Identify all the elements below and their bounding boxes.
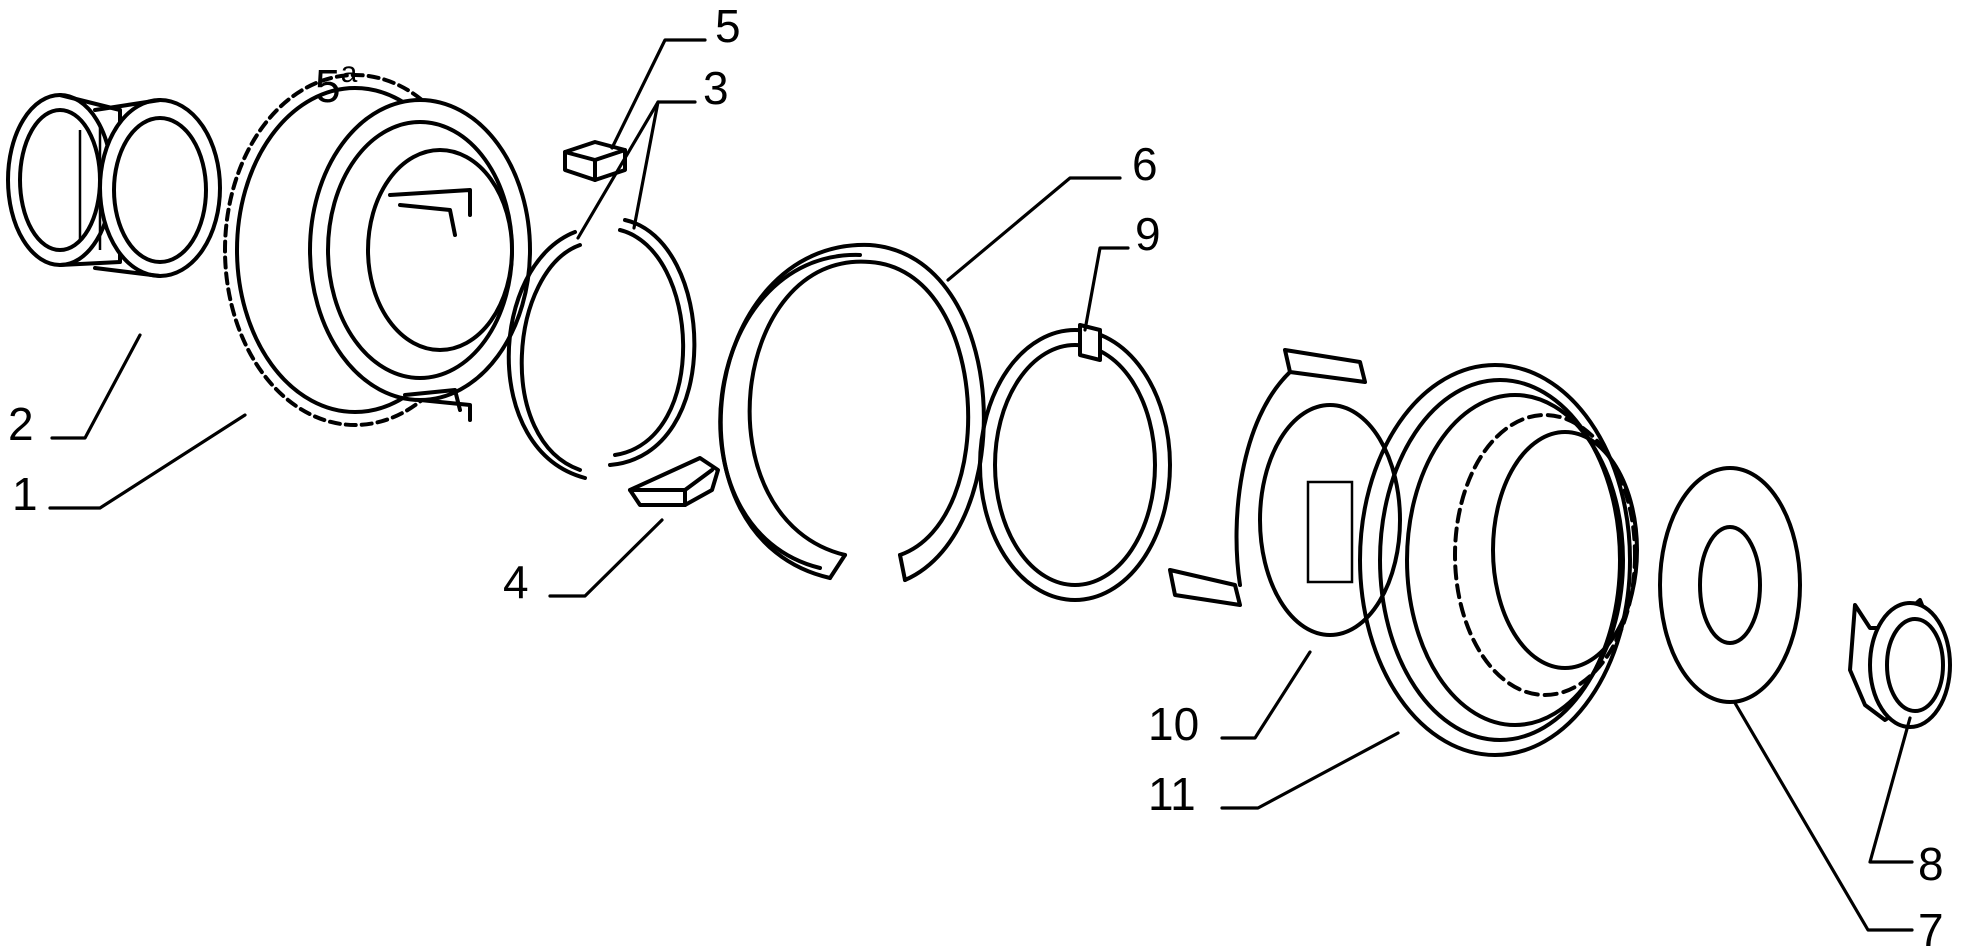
leader-3b	[632, 100, 660, 230]
callout-8: 8	[1918, 838, 1944, 890]
part-1-gear	[223, 73, 532, 427]
part-4-block	[628, 456, 720, 507]
callout-4: 4	[503, 556, 529, 608]
leader-7	[1733, 701, 1914, 932]
callout-3: 3	[703, 62, 729, 114]
part-5-block	[563, 140, 627, 182]
callout-5: 5	[715, 0, 741, 52]
leader-lines	[48, 38, 1914, 932]
callout-5a: 5a	[315, 56, 358, 112]
part-11-sleeve	[1358, 363, 1639, 757]
leader-6	[946, 176, 1122, 282]
leader-8	[1868, 716, 1914, 864]
callout-1: 1	[12, 468, 38, 520]
leader-11	[1220, 731, 1400, 810]
part-10-hub	[1168, 348, 1402, 637]
callout-9: 9	[1135, 208, 1161, 260]
part-9-spring-ring	[978, 323, 1172, 602]
callout-10: 10	[1148, 698, 1199, 750]
leader-1	[48, 413, 247, 510]
part-7-washer	[1658, 466, 1802, 704]
part-6-synchro-ring	[718, 242, 986, 582]
part-3-half-rings	[506, 218, 697, 480]
callout-labels: 2 1 5a 5 3 4 6 9 10 11 8 7	[8, 0, 1944, 950]
callout-11: 11	[1148, 768, 1196, 820]
leader-4	[548, 518, 664, 598]
callout-2: 2	[8, 398, 34, 450]
callout-6: 6	[1132, 138, 1158, 190]
leader-9	[1083, 246, 1130, 332]
leader-10	[1220, 650, 1312, 740]
part-2-sleeve	[6, 93, 222, 278]
leader-2	[50, 333, 142, 440]
part-8-nut	[1848, 598, 1952, 729]
leader-5	[610, 38, 707, 150]
callout-7: 7	[1918, 904, 1944, 950]
